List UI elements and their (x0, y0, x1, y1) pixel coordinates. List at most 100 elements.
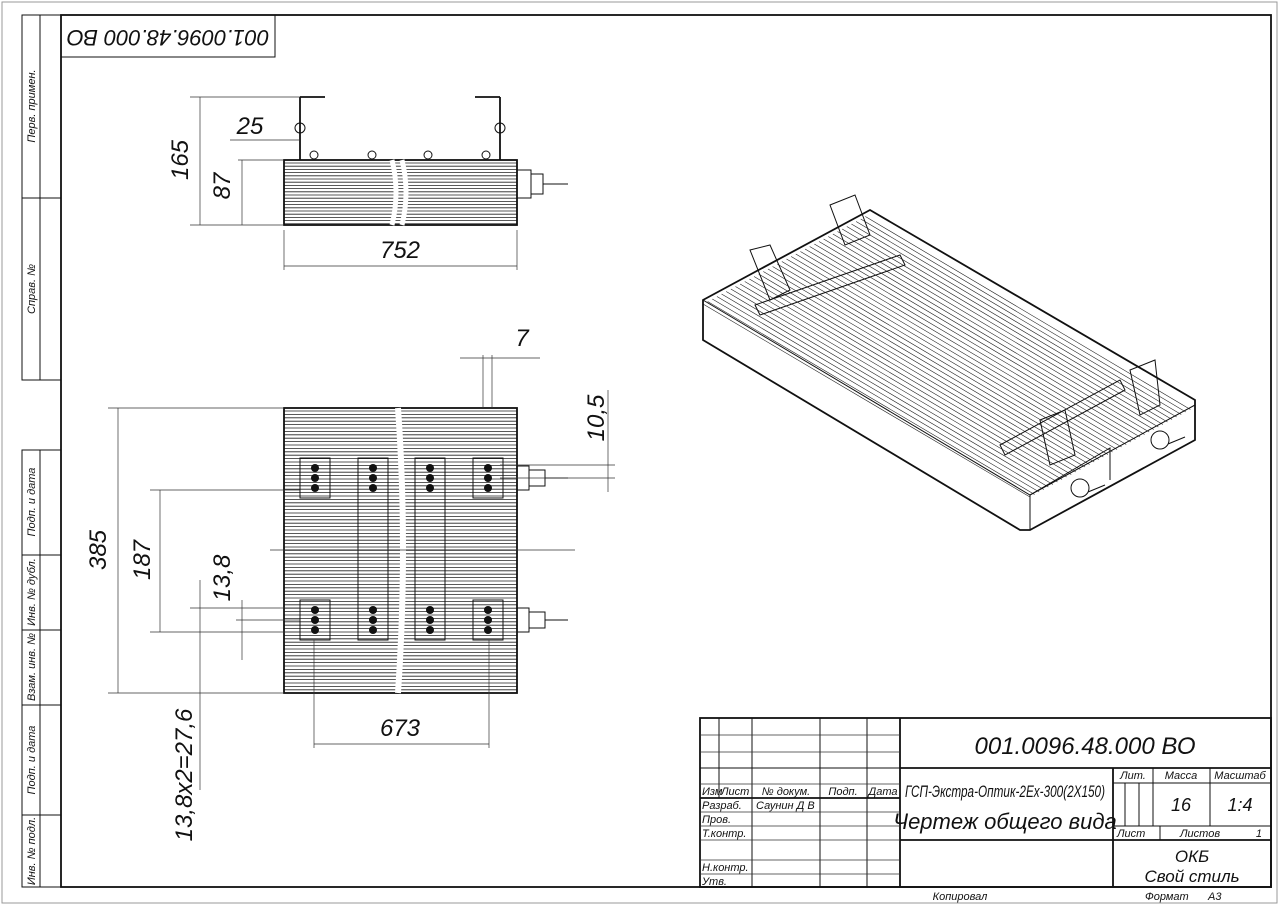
dim-hole-pitch-total: 13,8х2=27,6 (171, 708, 198, 841)
title-document-type: Чертеж общего вида (893, 809, 1116, 834)
fin-line (781, 261, 1109, 455)
mount-hole (484, 626, 492, 634)
plan-view (108, 355, 615, 790)
title-block (699, 717, 1272, 888)
fin-line (837, 231, 1164, 425)
strip-label-podp-data-1: Подп. и дата (26, 468, 38, 537)
fin-line (712, 298, 1040, 493)
mount-hole (484, 474, 492, 482)
mount-hole (311, 484, 319, 492)
stamp-box (60, 14, 276, 58)
fin-line (702, 303, 1031, 498)
role-utv: Утв. (701, 876, 727, 888)
fin-line (865, 216, 1191, 410)
fin-line (800, 251, 1127, 445)
dim-hole-pitch: 13,8 (209, 554, 236, 601)
sheet-label: Лист (1116, 828, 1145, 840)
fin-line (763, 271, 1090, 465)
fin-line (772, 266, 1099, 460)
fin-line (814, 243, 1141, 438)
role-tkontr: Т.контр. (702, 828, 746, 840)
sheets-value: 1 (1256, 828, 1262, 840)
title-product-name: ГСП-Экстра-Оптик-2Ex-300(2Х150) (905, 782, 1105, 801)
mount-hole (369, 606, 377, 614)
dim-length: 752 (380, 237, 420, 264)
header-list: Лист (720, 786, 749, 798)
fin-line (860, 218, 1186, 413)
dim-width: 385 (85, 529, 112, 570)
dim-height-body: 87 (209, 171, 236, 199)
fin-line (855, 221, 1182, 415)
fin-line (795, 253, 1122, 448)
header-izm: Изм (702, 786, 723, 798)
header-date: Дата (866, 786, 897, 798)
fin-line (726, 291, 1054, 485)
header-sign: Подп. (828, 786, 857, 798)
fin-line (721, 293, 1049, 488)
copied-label: Копировал (933, 891, 988, 903)
fin-line (767, 268, 1095, 463)
mount-hole (484, 484, 492, 492)
fin-line (707, 301, 1035, 495)
mount-hole (311, 464, 319, 472)
fin-line (832, 233, 1159, 428)
fin-line (846, 226, 1173, 420)
dim-gap: 7 (515, 325, 530, 352)
strip-label-podp-data-2: Подп. и дата (26, 726, 38, 795)
strip-label-perv-primen: Перв. примен. (26, 69, 38, 142)
isometric-view (702, 194, 1196, 531)
scale-label: Масштаб (1214, 770, 1266, 782)
fin-line (786, 258, 1113, 453)
fin-line (758, 273, 1086, 468)
mount-hole (426, 626, 434, 634)
mount-hole (369, 474, 377, 482)
strip-label-inv-podl: Инв. № подл. (26, 817, 38, 885)
format-label: Формат (1145, 891, 1189, 903)
dim-hole-offset: 10,5 (583, 394, 610, 441)
left-strip: Перв. примен. Справ. № Подп. и дата Инв.… (21, 14, 62, 888)
fin-line (739, 283, 1067, 478)
mount-hole (369, 616, 377, 624)
strip-label-sprav: Справ. № (26, 264, 38, 314)
fin-line (790, 256, 1118, 450)
fin-line (842, 228, 1168, 423)
mount-hole (484, 606, 492, 614)
dim-height-total: 165 (167, 139, 194, 180)
format-value: А3 (1207, 891, 1222, 903)
role-nkontr: Н.контр. (702, 862, 749, 874)
title-document-code: 001.0096.48.000 ВО (975, 733, 1196, 760)
org-line1: ОКБ (1175, 847, 1209, 866)
fin-line (730, 288, 1058, 483)
fin-line (735, 286, 1063, 480)
sheets-label: Листов (1179, 828, 1220, 840)
strip-label-vzam-inv: Взам. инв. № (26, 633, 38, 701)
mount-hole (426, 474, 434, 482)
top-view (190, 96, 568, 270)
mass-value: 16 (1171, 795, 1192, 815)
dim-mount-spacing: 187 (129, 538, 156, 580)
fin-line (749, 278, 1076, 473)
header-doc-no: № докум. (762, 786, 810, 798)
fin-line (818, 241, 1145, 435)
mount-hole (426, 606, 434, 614)
org-line2: Свой стиль (1144, 867, 1239, 886)
mount-hole (484, 464, 492, 472)
role-prov: Пров. (702, 814, 731, 826)
developer-name: Саунин Д В (756, 800, 815, 812)
lit-label: Лит. (1119, 770, 1146, 782)
fin-line (828, 236, 1154, 430)
fin-line (823, 238, 1150, 433)
dim-mount-length: 673 (380, 715, 421, 742)
mount-hole (311, 626, 319, 634)
mount-hole (369, 626, 377, 634)
mount-hole (484, 616, 492, 624)
fin-line (753, 276, 1081, 470)
role-razrab: Разраб. (702, 800, 742, 812)
fin-line (851, 223, 1177, 418)
mount-hole (311, 616, 319, 624)
mount-hole (369, 484, 377, 492)
dim-offset: 25 (236, 113, 264, 140)
scale-value: 1:4 (1227, 795, 1252, 815)
